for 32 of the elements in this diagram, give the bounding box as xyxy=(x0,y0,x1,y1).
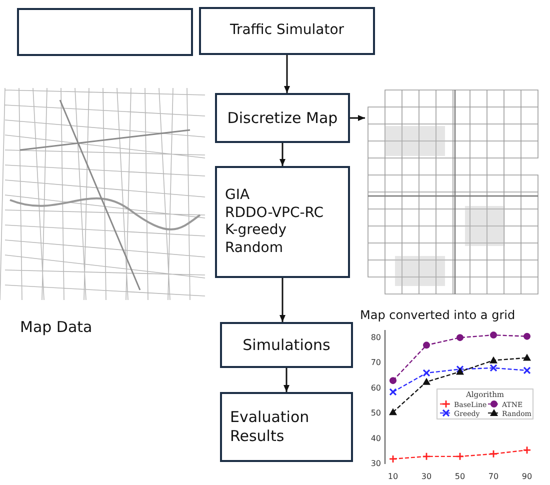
process-box xyxy=(215,93,350,143)
process-box xyxy=(199,7,375,55)
process-box xyxy=(220,392,353,462)
arrow xyxy=(280,143,286,166)
process-box xyxy=(17,8,193,56)
tick-label: 60 xyxy=(370,383,381,392)
box-text: Traffic Simulator xyxy=(230,22,344,40)
box-text: GIA xyxy=(225,187,250,204)
tick-label: 40 xyxy=(370,434,381,443)
tick-label: 10 xyxy=(388,472,398,481)
box-text: RDDO-VPC-RC xyxy=(225,204,324,222)
arrow xyxy=(284,55,290,93)
process-box xyxy=(220,322,353,368)
arrow xyxy=(284,368,290,392)
box-text: Random xyxy=(225,240,283,257)
tick-label: 50 xyxy=(370,408,381,418)
tick-label: 30 xyxy=(370,459,381,468)
process-box xyxy=(215,166,350,278)
tick-label: 50 xyxy=(454,472,466,481)
box-text: Discretize Map xyxy=(227,108,338,128)
caption-text: Map converted into a grid xyxy=(360,308,516,322)
tick-label: 30 xyxy=(421,472,432,481)
box-text: K-greedy xyxy=(225,222,286,240)
arrow xyxy=(350,115,365,121)
tick-label: 90 xyxy=(522,472,532,481)
tick-label: 70 xyxy=(370,358,381,368)
arrow xyxy=(280,278,286,322)
tick-label: 70 xyxy=(488,472,499,481)
caption-text: Map Data xyxy=(20,318,92,336)
box-text: Simulations xyxy=(242,336,330,354)
box-text: Evaluation Results xyxy=(230,408,310,446)
tick-label: 80 xyxy=(370,332,381,342)
